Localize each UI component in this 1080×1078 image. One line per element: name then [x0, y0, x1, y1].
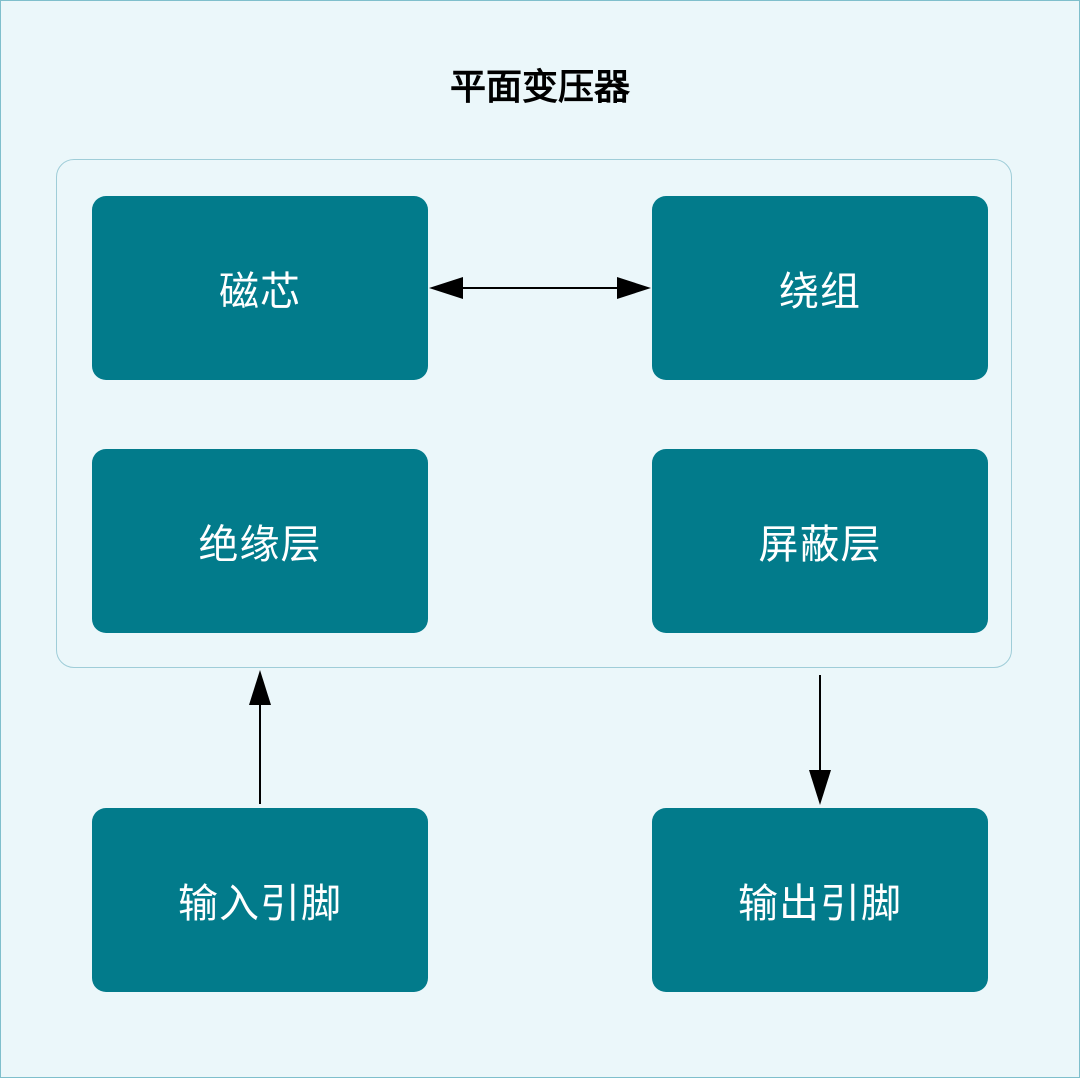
- diagram-title: 平面变压器: [449, 67, 630, 108]
- insulation-block: 绝缘层: [92, 449, 428, 633]
- input-pin-block: 输入引脚: [92, 808, 428, 992]
- shield-block: 屏蔽层: [652, 449, 988, 633]
- core-block: 磁芯: [92, 196, 428, 380]
- transformer-group-container: [56, 159, 1012, 668]
- winding-block: 绕组: [652, 196, 988, 380]
- output-pin-block: 输出引脚: [652, 808, 988, 992]
